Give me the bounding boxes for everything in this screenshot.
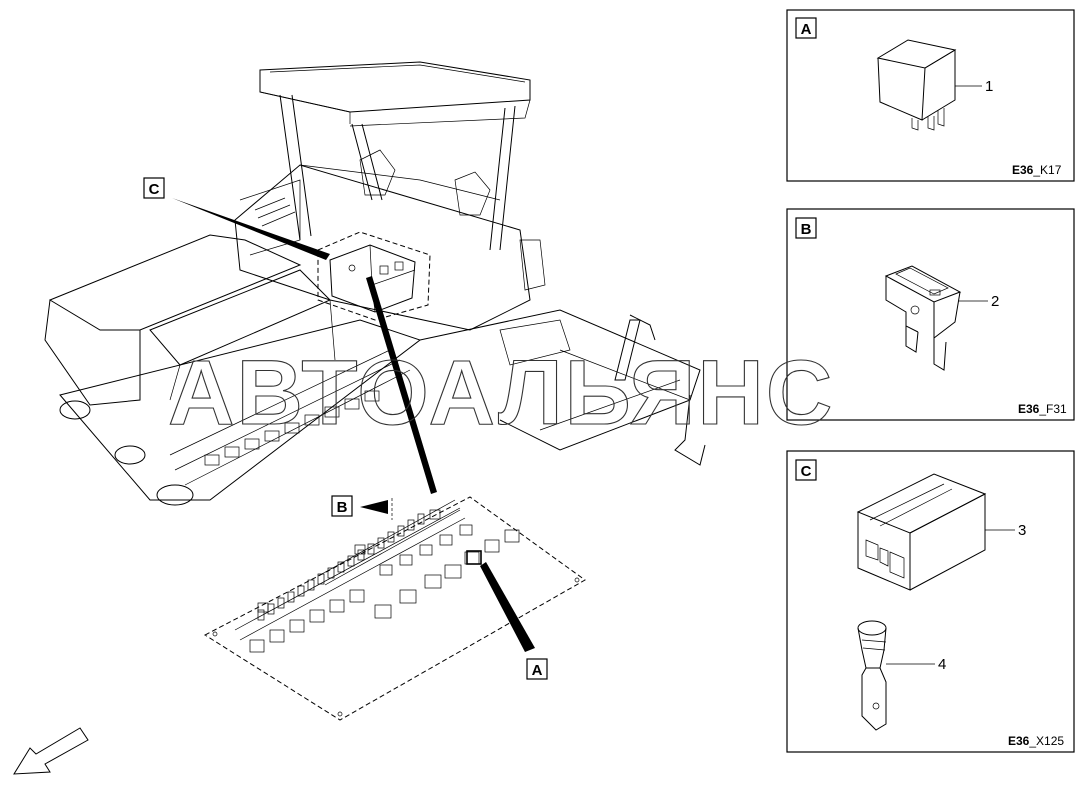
leader-line-c [172, 198, 330, 260]
leader-line-b [360, 500, 388, 514]
relay-fuse-board [203, 496, 586, 721]
panel-a: A 1 E36_K17 [786, 9, 1075, 182]
relay-icon [876, 39, 957, 131]
panel-b-code: E36_F31 [1018, 402, 1067, 416]
panel-c-code: E36_X125 [1008, 734, 1064, 748]
part-number-2: 2 [991, 293, 999, 310]
panel-b-code-prefix: E36 [1018, 402, 1040, 416]
panel-c-code-suffix: _X125 [1028, 734, 1064, 748]
watermark-text: АВТОАЛЬЯНС [168, 342, 834, 444]
paver-machine-drawing [44, 61, 706, 506]
connector-housing-icon [856, 473, 987, 591]
panel-c-label: C [801, 463, 812, 480]
callout-b: B [331, 495, 353, 517]
blade-fuse-icon [884, 265, 962, 371]
panel-b-label: B [801, 221, 812, 238]
panel-a-code-suffix: _K17 [1032, 163, 1061, 177]
callout-c-label: C [149, 181, 160, 198]
terminal-pin-icon [857, 620, 887, 731]
leader-line-board [366, 276, 437, 494]
part-number-3: 3 [1018, 522, 1026, 539]
panel-a-label: A [801, 21, 812, 38]
callout-a-label: A [532, 662, 543, 679]
part-number-4: 4 [938, 656, 946, 673]
relay-a-location [466, 550, 482, 565]
callout-b-label: B [337, 499, 348, 516]
panel-a-code-prefix: E36 [1012, 163, 1034, 177]
callout-a: A [526, 658, 548, 680]
panel-a-code: E36_K17 [1012, 163, 1062, 177]
part-number-1: 1 [985, 78, 993, 95]
callout-c: C [143, 177, 165, 199]
panel-b: B 2 E36_F31 [786, 208, 1075, 421]
panel-b-code-suffix: _F31 [1038, 402, 1067, 416]
leader-line-a [480, 562, 535, 652]
panel-c: C 3 4 E36_X125 [786, 450, 1075, 753]
panel-c-code-prefix: E36 [1008, 734, 1030, 748]
direction-arrow-icon [13, 727, 89, 775]
